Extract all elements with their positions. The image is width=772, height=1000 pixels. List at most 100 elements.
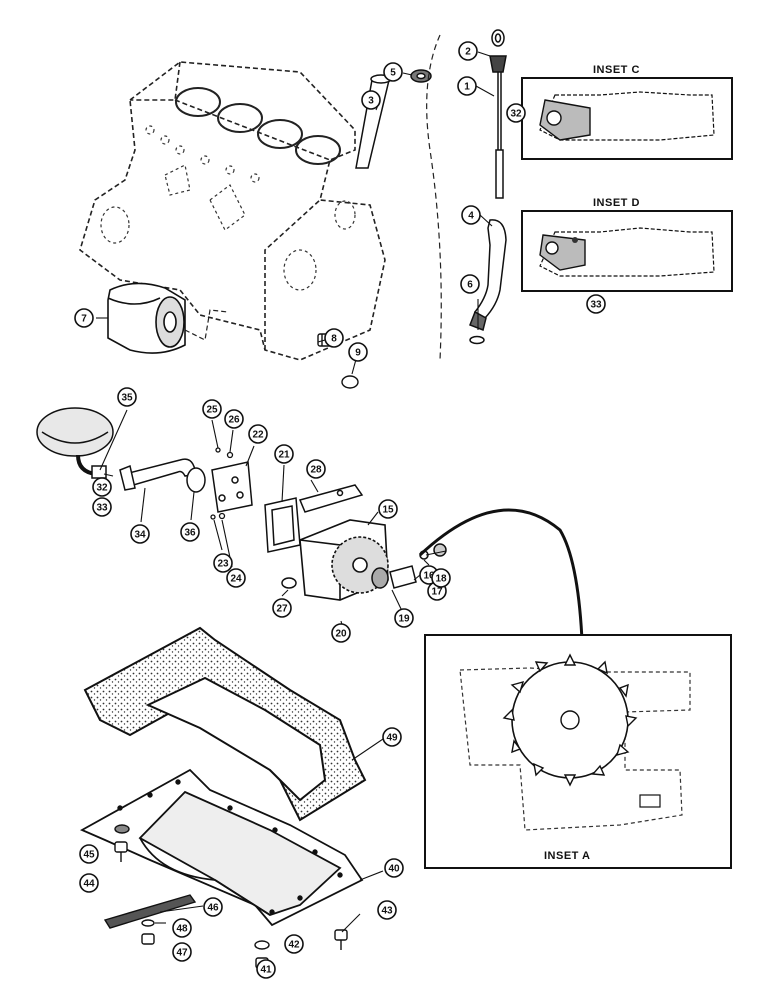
inset-a-label: INSET A — [544, 850, 591, 862]
callout-45-text: 45 — [83, 850, 95, 861]
callout-6-text: 6 — [467, 280, 473, 291]
bolt-43 — [334, 929, 348, 950]
callout-2: 2 — [458, 41, 478, 61]
callout-21: 21 — [274, 444, 294, 464]
callout-49: 49 — [382, 727, 402, 747]
cylinder-bores — [175, 87, 341, 165]
callout-6: 6 — [460, 274, 480, 294]
phantom-link — [426, 34, 442, 361]
oil-strainer — [36, 407, 114, 479]
plate-28 — [298, 484, 364, 513]
callout-inset-c-32: 32 — [506, 103, 526, 123]
washer-48 — [141, 919, 155, 927]
callout-36: 36 — [180, 522, 200, 542]
callout-44: 44 — [79, 873, 99, 893]
callout-25: 25 — [202, 399, 222, 419]
callout-18: 18 — [431, 568, 451, 588]
callout-4-text: 4 — [468, 211, 474, 222]
callout-45: 45 — [79, 844, 99, 864]
callout-28: 28 — [306, 459, 326, 479]
callout-16-text: 16 — [423, 571, 435, 582]
dipstick — [489, 29, 507, 199]
callout-inset-d-33-text: 33 — [590, 300, 602, 311]
filter-mount-line — [184, 309, 229, 341]
bolt-44 — [114, 841, 128, 862]
callout-49-text: 49 — [386, 733, 398, 744]
inset-d-box — [521, 210, 733, 292]
oil-pan-gasket — [83, 626, 367, 822]
bolt-47 — [141, 933, 155, 945]
callout-inset-c-32-text: 32 — [510, 109, 522, 120]
callout-46: 46 — [203, 897, 223, 917]
plug-9 — [341, 375, 359, 389]
washer-45 — [114, 824, 130, 834]
callout-26-text: 26 — [228, 415, 240, 426]
callout-28-text: 28 — [310, 465, 322, 476]
callout-5-text: 5 — [390, 68, 396, 79]
callout-33: 33 — [92, 497, 112, 517]
callout-36-text: 36 — [184, 528, 196, 539]
callout-48: 48 — [172, 918, 192, 938]
callout-8-text: 8 — [331, 334, 337, 345]
callout-22-text: 22 — [252, 430, 264, 441]
callout-2-text: 2 — [465, 47, 471, 58]
callout-43-text: 43 — [381, 906, 393, 917]
callout-27: 27 — [272, 598, 292, 618]
callout-24: 24 — [226, 568, 246, 588]
inset-a-box — [424, 634, 732, 869]
callout-17-text: 17 — [431, 587, 443, 598]
callout-21-text: 21 — [278, 450, 290, 461]
gasket-21 — [264, 497, 301, 553]
callout-15-text: 15 — [382, 505, 394, 516]
tube-seal — [410, 69, 432, 83]
callout-20-text: 20 — [335, 629, 347, 640]
filler-tube — [469, 219, 507, 332]
callout-48-text: 48 — [176, 924, 188, 935]
callout-20: 20 — [331, 623, 351, 643]
block-detail — [100, 125, 356, 291]
callout-43: 43 — [377, 900, 397, 920]
callout-9-text: 9 — [355, 348, 361, 359]
callout-34: 34 — [130, 524, 150, 544]
callout-5: 5 — [383, 62, 403, 82]
callout-8: 8 — [324, 328, 344, 348]
washer-42 — [254, 940, 270, 950]
callout-3: 3 — [361, 90, 381, 110]
oil-pan — [79, 768, 364, 927]
inset-d-label: INSET D — [593, 197, 640, 209]
callout-1: 1 — [457, 76, 477, 96]
callout-layer: 1234567891516171819202122232425262728323… — [74, 41, 606, 979]
callout-9: 9 — [348, 342, 368, 362]
cover-22 — [211, 461, 253, 513]
inset-a-leader — [418, 508, 584, 641]
callout-32: 32 — [92, 477, 112, 497]
callout-44-text: 44 — [83, 879, 95, 890]
callout-42: 42 — [284, 934, 304, 954]
callout-23-text: 23 — [217, 559, 229, 570]
callout-25-text: 25 — [206, 405, 218, 416]
o-ring-6 — [469, 335, 485, 345]
callout-27-text: 27 — [276, 604, 288, 615]
suction-pipe — [119, 458, 200, 491]
callout-35: 35 — [117, 387, 137, 407]
callout-41: 41 — [256, 959, 276, 979]
o-ring-27 — [281, 577, 297, 589]
callout-inset-d-33: 33 — [586, 294, 606, 314]
callout-1-text: 1 — [464, 82, 470, 93]
dipstick-tube — [355, 74, 392, 169]
callout-32-text: 32 — [96, 483, 108, 494]
callout-18-text: 18 — [435, 574, 447, 585]
callout-19-text: 19 — [398, 614, 410, 625]
inset-c-label: INSET C — [593, 64, 640, 76]
gasket-36 — [186, 467, 206, 493]
relief-valve-parts — [371, 543, 447, 589]
callout-26: 26 — [224, 409, 244, 429]
callout-33-text: 33 — [96, 503, 108, 514]
callout-3-text: 3 — [368, 96, 374, 107]
oil-filter — [107, 282, 186, 354]
callout-47: 47 — [172, 942, 192, 962]
callout-41-text: 41 — [260, 965, 272, 976]
strap-46 — [103, 894, 197, 929]
callout-34-text: 34 — [134, 530, 146, 541]
